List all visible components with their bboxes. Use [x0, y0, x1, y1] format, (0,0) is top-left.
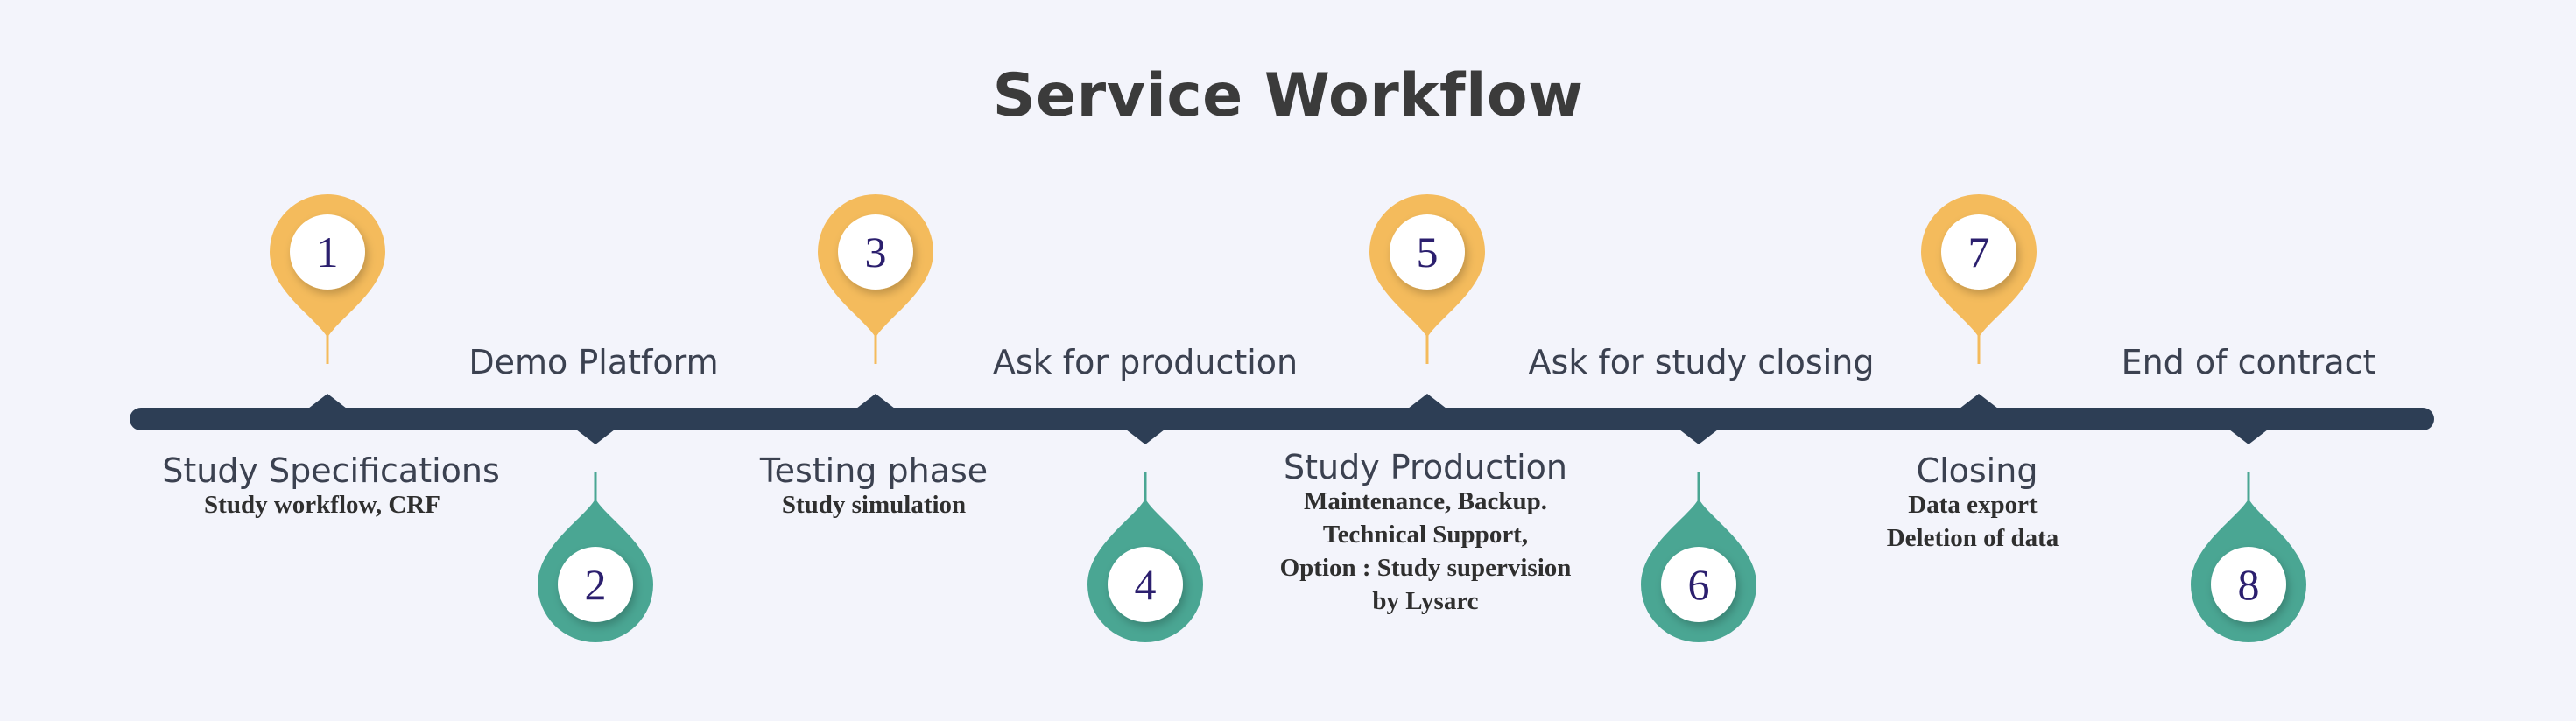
step-5-desc-line-3: Option : Study supervision: [1279, 554, 1572, 582]
step-7-desc-line-1: Data export: [1908, 491, 2038, 519]
step-5-desc: Maintenance, Backup. Technical Support, …: [1280, 485, 1572, 618]
step-6-marker: 6: [1641, 430, 1756, 642]
step-7-desc-line-2: Deletion of data: [1886, 524, 2059, 552]
step-2-marker: 2: [538, 430, 653, 642]
step-1-number: 1: [317, 228, 339, 276]
step-5-desc-line-1: Maintenance, Backup.: [1304, 487, 1547, 515]
step-3-desc-line: Study simulation: [781, 491, 967, 519]
step-5-number: 5: [1417, 228, 1439, 276]
step-6-number: 6: [1688, 560, 1710, 609]
step-3-number: 3: [865, 228, 887, 276]
step-3-desc: Study simulation: [782, 488, 966, 522]
step-8-number: 8: [2238, 560, 2260, 609]
step-1-desc: Study workflow, CRF: [204, 488, 440, 522]
step-4-number: 4: [1135, 560, 1157, 609]
step-4-title: Ask for production: [992, 343, 1299, 382]
step-5-desc-line-2: Technical Support,: [1322, 521, 1529, 549]
step-7-desc: Data export Deletion of data: [1887, 488, 2059, 555]
diagram-title: Service Workflow: [992, 61, 1584, 130]
step-1-title: Study Specifications: [162, 452, 500, 490]
step-8-marker: 8: [2191, 430, 2306, 642]
step-7-number: 7: [1968, 228, 1990, 276]
step-6-title: Ask for study closing: [1528, 343, 1875, 382]
step-5-desc-line-4: by Lysarc: [1372, 587, 1479, 615]
step-2-number: 2: [585, 560, 607, 609]
step-2-title: Demo Platform: [468, 343, 719, 382]
step-8-title: End of contract: [2121, 343, 2376, 382]
timeline-bar: [130, 408, 2434, 430]
step-4-marker: 4: [1087, 430, 1203, 642]
step-5-title: Study Production: [1284, 448, 1567, 486]
step-3-title: Testing phase: [759, 452, 989, 490]
step-5-marker: 5: [1369, 194, 1485, 409]
step-1-marker: 1: [270, 194, 385, 409]
step-7-marker: 7: [1921, 194, 2037, 409]
step-7-title: Closing: [1916, 452, 2038, 490]
step-3-marker: 3: [818, 194, 933, 409]
step-1-desc-line: Study workflow, CRF: [204, 491, 440, 519]
